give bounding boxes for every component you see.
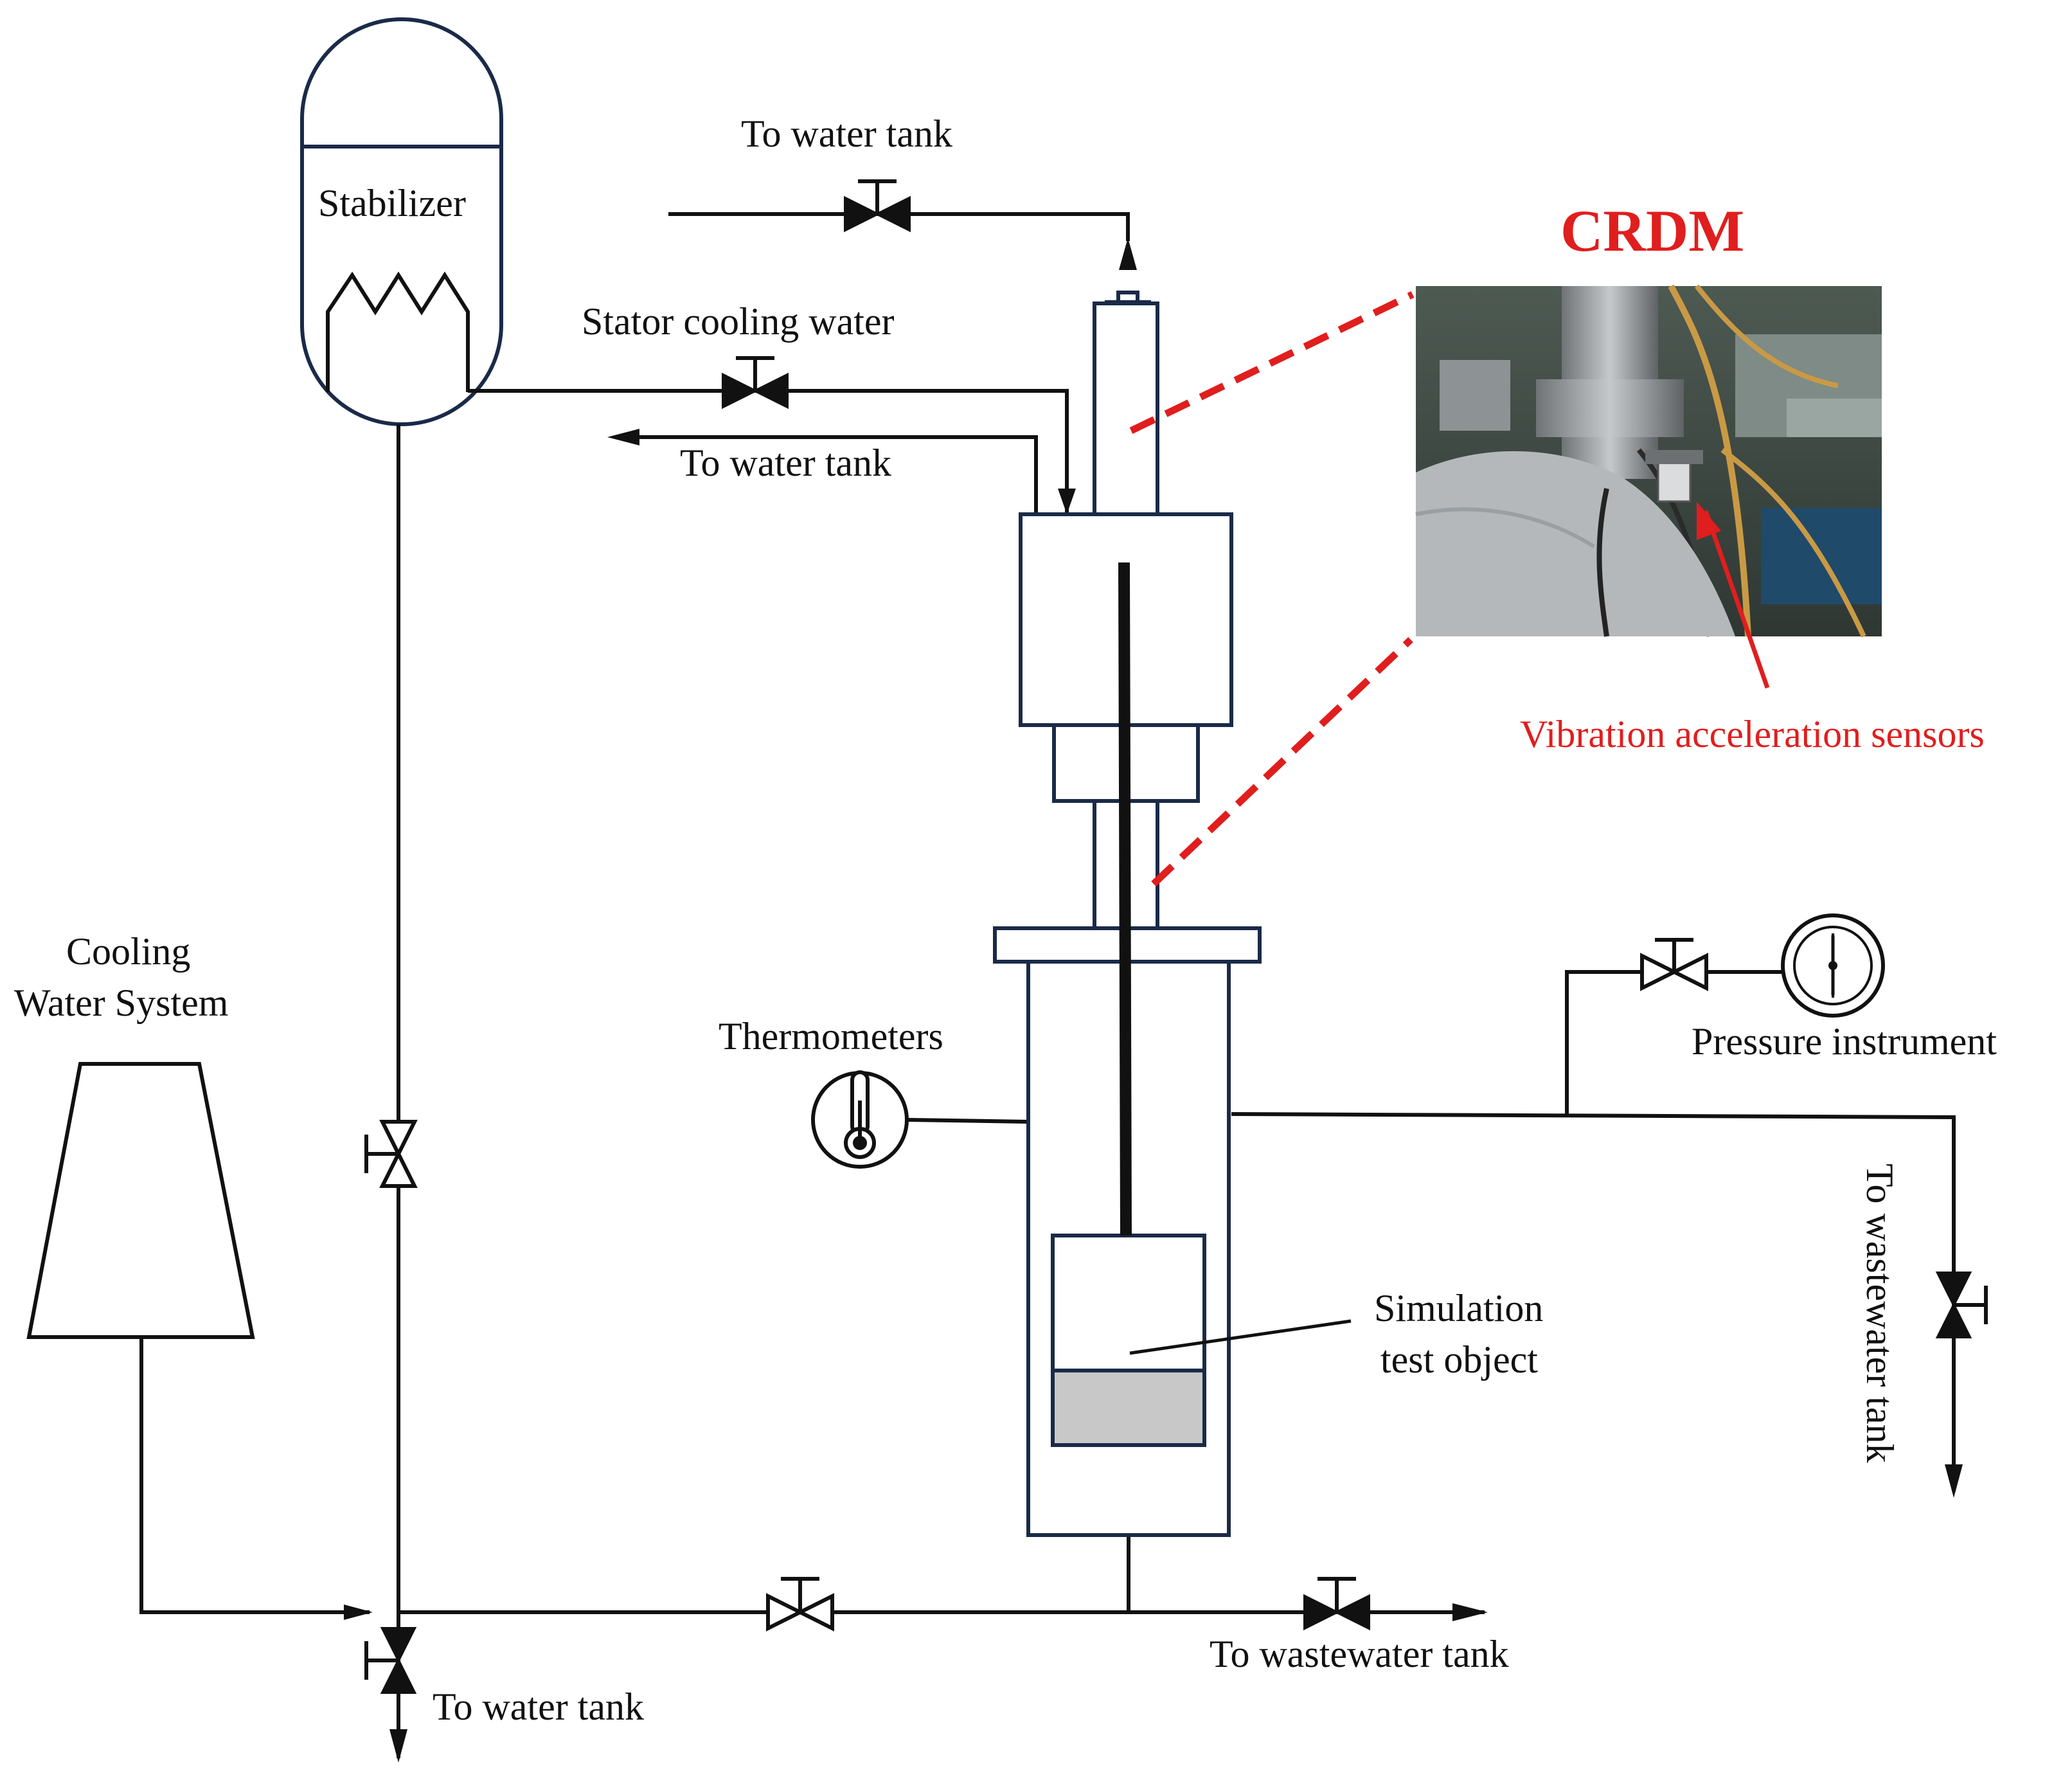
pressure-gauge-icon [1781, 913, 1885, 1018]
stator-cooling-valve-icon [722, 356, 789, 409]
top-water-tank-label: To water tank [741, 112, 952, 155]
crdm-photo [1415, 284, 1882, 638]
drive-rod [1118, 562, 1132, 1236]
right-wastewater-valve-icon [1935, 1272, 1988, 1338]
simulation-label-line1: Simulation [1374, 1287, 1543, 1329]
cooling-system-label-line2: Water System [14, 982, 228, 1024]
stabilizer-label: Stabilizer [318, 182, 466, 224]
right-wastewater-label: To wastewater tank [1859, 1164, 1901, 1463]
bottom-water-tank-valve-icon [364, 1627, 417, 1694]
callout-lines [1129, 291, 1415, 886]
simulation-object-weight [1051, 1369, 1206, 1447]
thermometer-icon [811, 1070, 909, 1169]
stabilizer-vessel [300, 17, 503, 426]
sensor-pointer-arrow [1697, 501, 1770, 689]
thermometers-label: Thermometers [719, 1015, 943, 1057]
simulation-leader-line [1129, 1319, 1352, 1355]
stabilizer-line-valve-icon [364, 1120, 418, 1188]
vibration-sensors-label: Vibration acceleration sensors [1520, 713, 1985, 755]
middle-water-tank-label: To water tank [680, 442, 891, 484]
simulation-label-line2: test object [1380, 1338, 1538, 1381]
header-valve-icon [766, 1577, 834, 1632]
flow-arrows [344, 238, 1963, 1763]
cooling-system-label-line1: Cooling [66, 930, 190, 973]
bottom-water-tank-label: To water tank [433, 1686, 644, 1728]
cooling-tower [26, 1062, 255, 1339]
pressure-instrument-label: Pressure instrument [1692, 1020, 1997, 1063]
wastewater-valve-icon [1303, 1577, 1370, 1631]
stator-cooling-water-label: Stator cooling water [582, 300, 895, 343]
bottom-wastewater-label: To wastewater tank [1210, 1633, 1509, 1675]
heater-icon [326, 271, 470, 392]
top-valve-icon [844, 179, 911, 233]
crdm-title: CRDM [1560, 198, 1744, 264]
pressure-valve-icon [1640, 938, 1708, 991]
